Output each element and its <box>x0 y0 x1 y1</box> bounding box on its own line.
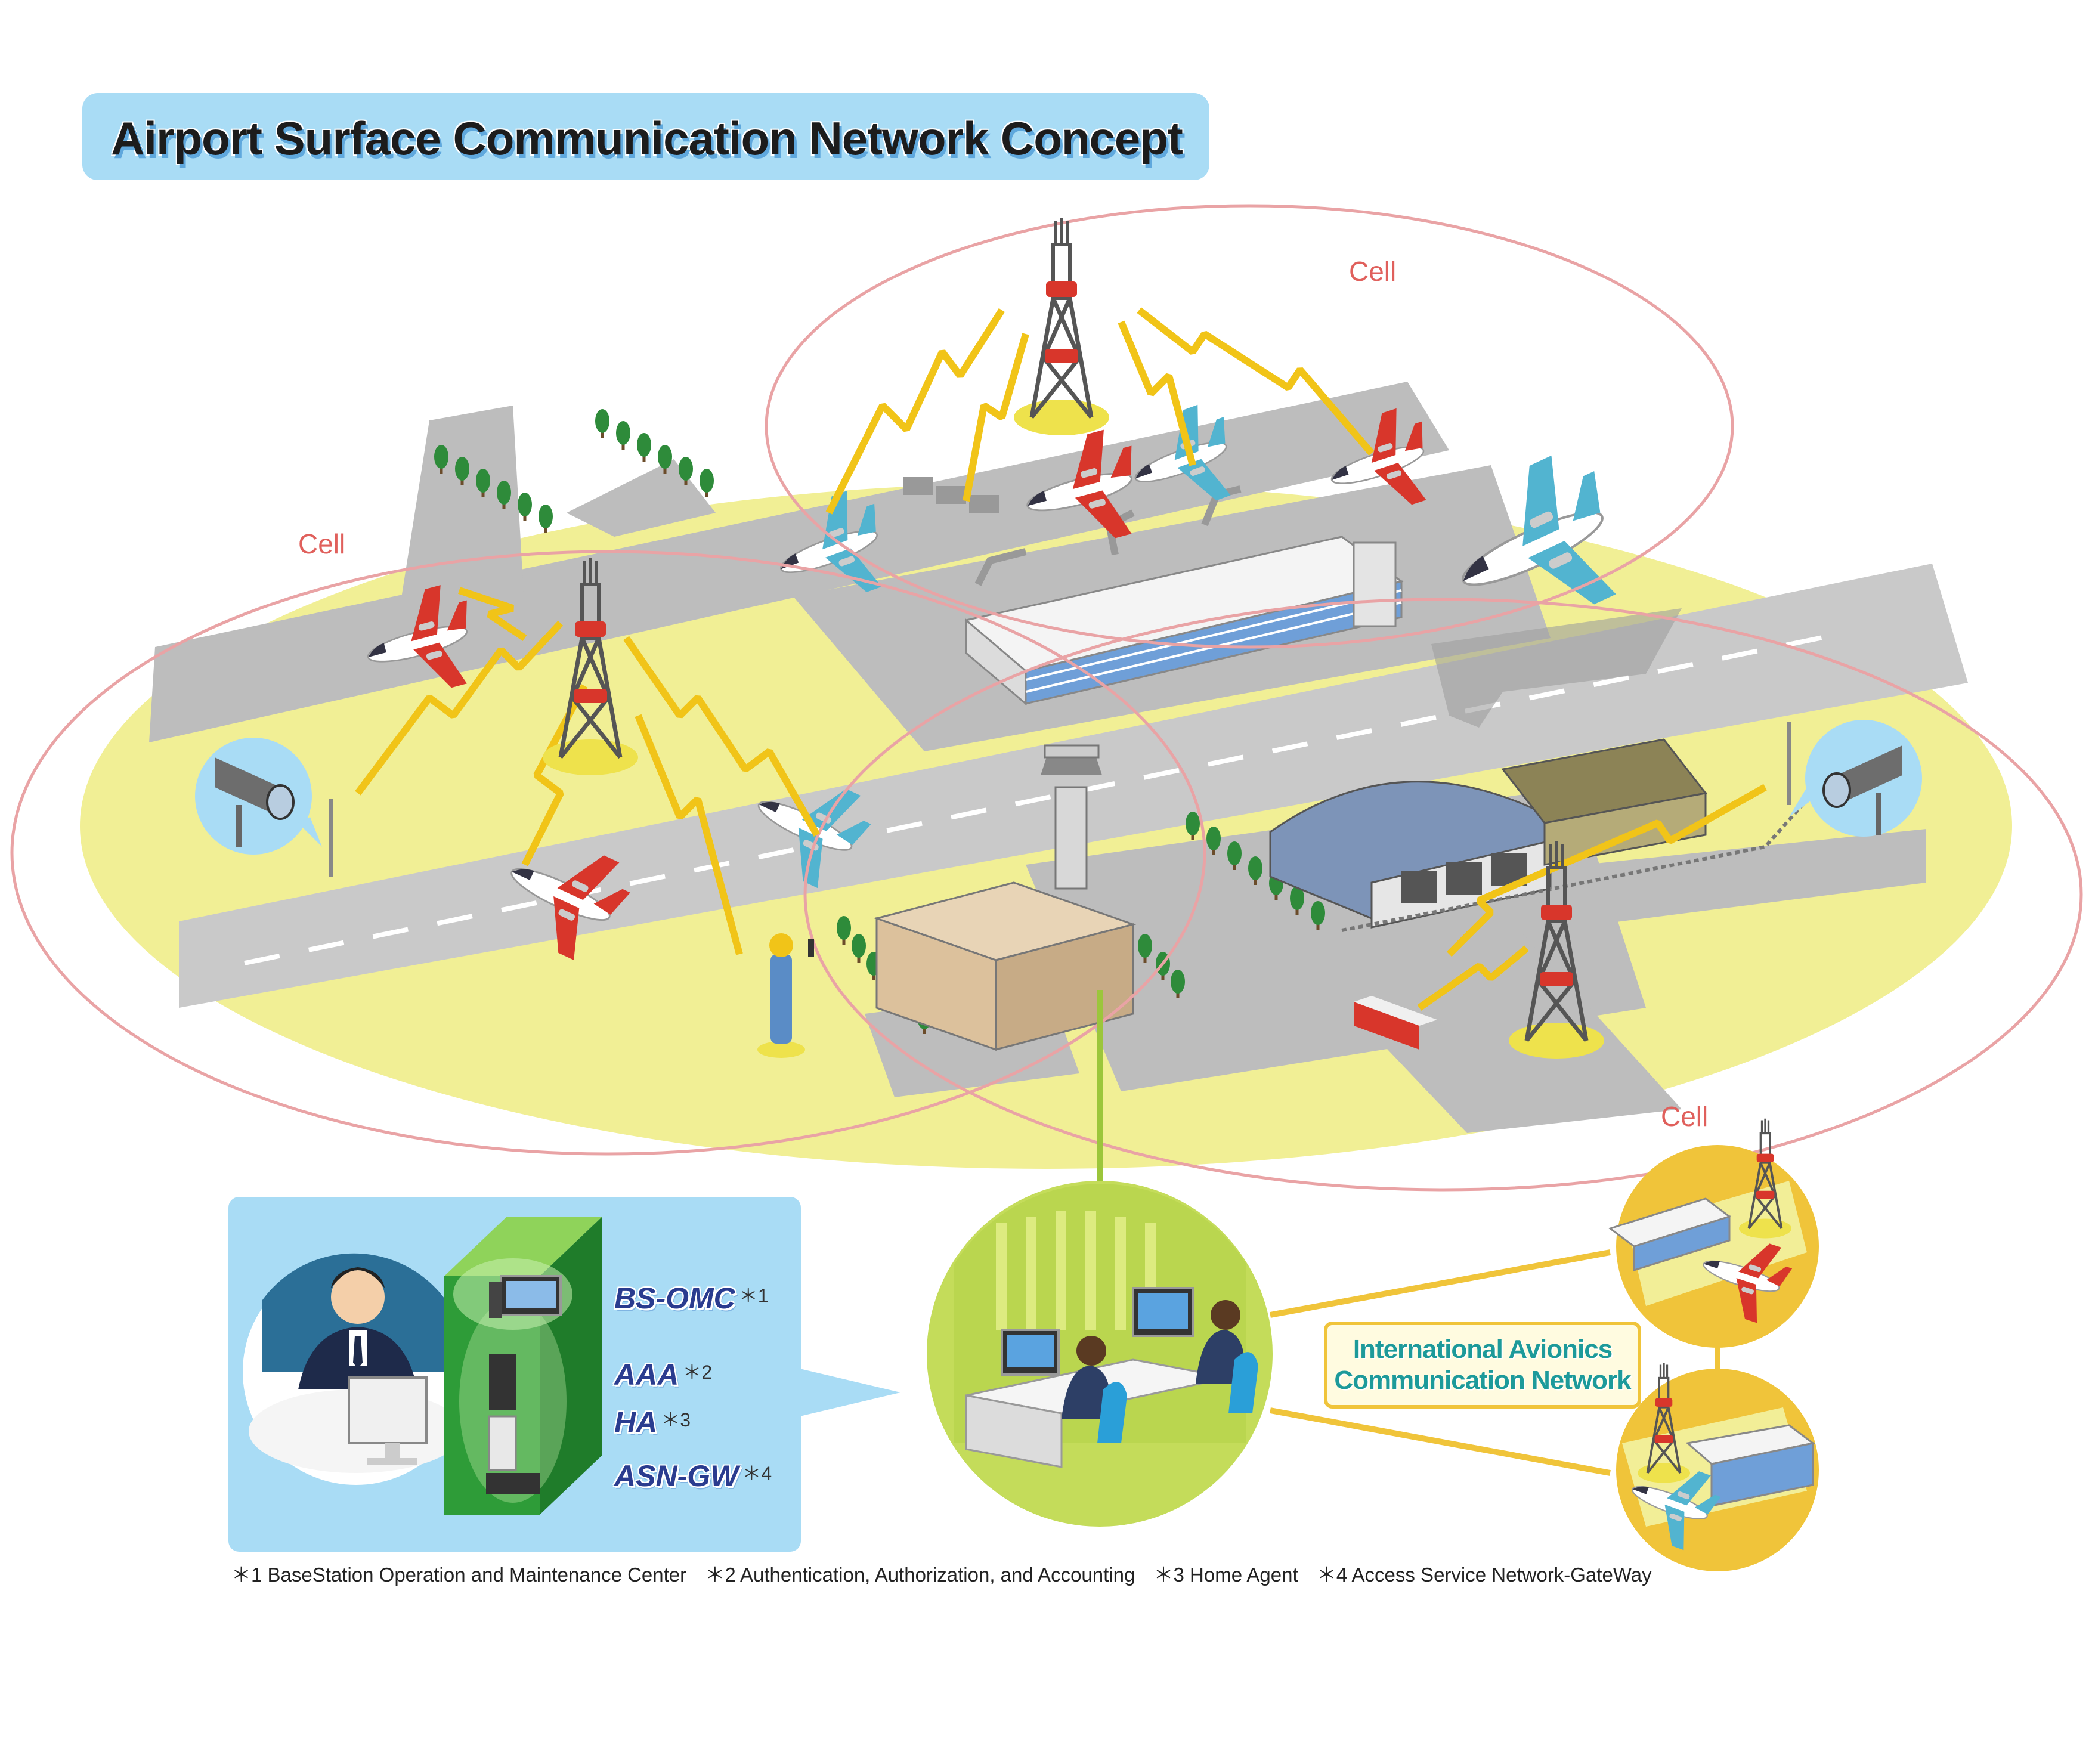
intl-network-label: International Avionics Communication Net… <box>1324 1322 1641 1409</box>
fire-truck <box>1354 996 1437 1050</box>
cell-label-right: Cell <box>1661 1101 1709 1132</box>
page-title: Airport Surface Communication Network Co… <box>111 112 1183 165</box>
server-label-bs-omc: BS-OMC＊1 <box>614 1282 769 1315</box>
remote-airport-1 <box>1608 1117 1819 1348</box>
baggage-carts <box>903 477 999 513</box>
title-banner: Airport Surface Communication Network Co… <box>82 93 1209 180</box>
operations-center <box>927 1181 1273 1527</box>
ground-worker <box>757 933 814 1058</box>
plane-shadow <box>1431 608 1682 728</box>
footnote-2: ＊2 Authentication, Authorization, and Ac… <box>705 1564 1135 1586</box>
hangar <box>1269 738 1815 932</box>
signal-bolts <box>355 307 1767 1011</box>
footnote-1: ＊1 BaseStation Operation and Maintenance… <box>231 1564 687 1586</box>
cell-label-left: Cell <box>298 528 346 559</box>
cell-rings <box>10 204 2083 1192</box>
intl-network-line1: International Avionics <box>1353 1335 1613 1364</box>
camera-icon <box>195 738 333 877</box>
remote-airport-2 <box>1616 1361 1819 1571</box>
footnotes: ＊1 BaseStation Operation and Maintenance… <box>231 1559 1782 1587</box>
camera-icon <box>1787 720 1922 837</box>
footnote-4: ＊4 Access Service Network-GateWay <box>1316 1564 1652 1586</box>
server-label-aaa: AAA＊2 <box>614 1358 713 1391</box>
server-label-asn-gw: ASN-GW＊4 <box>614 1459 772 1493</box>
cell-label-top: Cell <box>1349 256 1397 287</box>
footnote-3: ＊3 Home Agent <box>1153 1564 1298 1586</box>
server-label-ha: HA＊3 <box>614 1406 691 1439</box>
intl-network-line2: Communication Network <box>1334 1366 1631 1395</box>
control-building <box>873 744 1137 1051</box>
server-rack <box>444 1217 602 1515</box>
terminal-building <box>964 485 1404 706</box>
